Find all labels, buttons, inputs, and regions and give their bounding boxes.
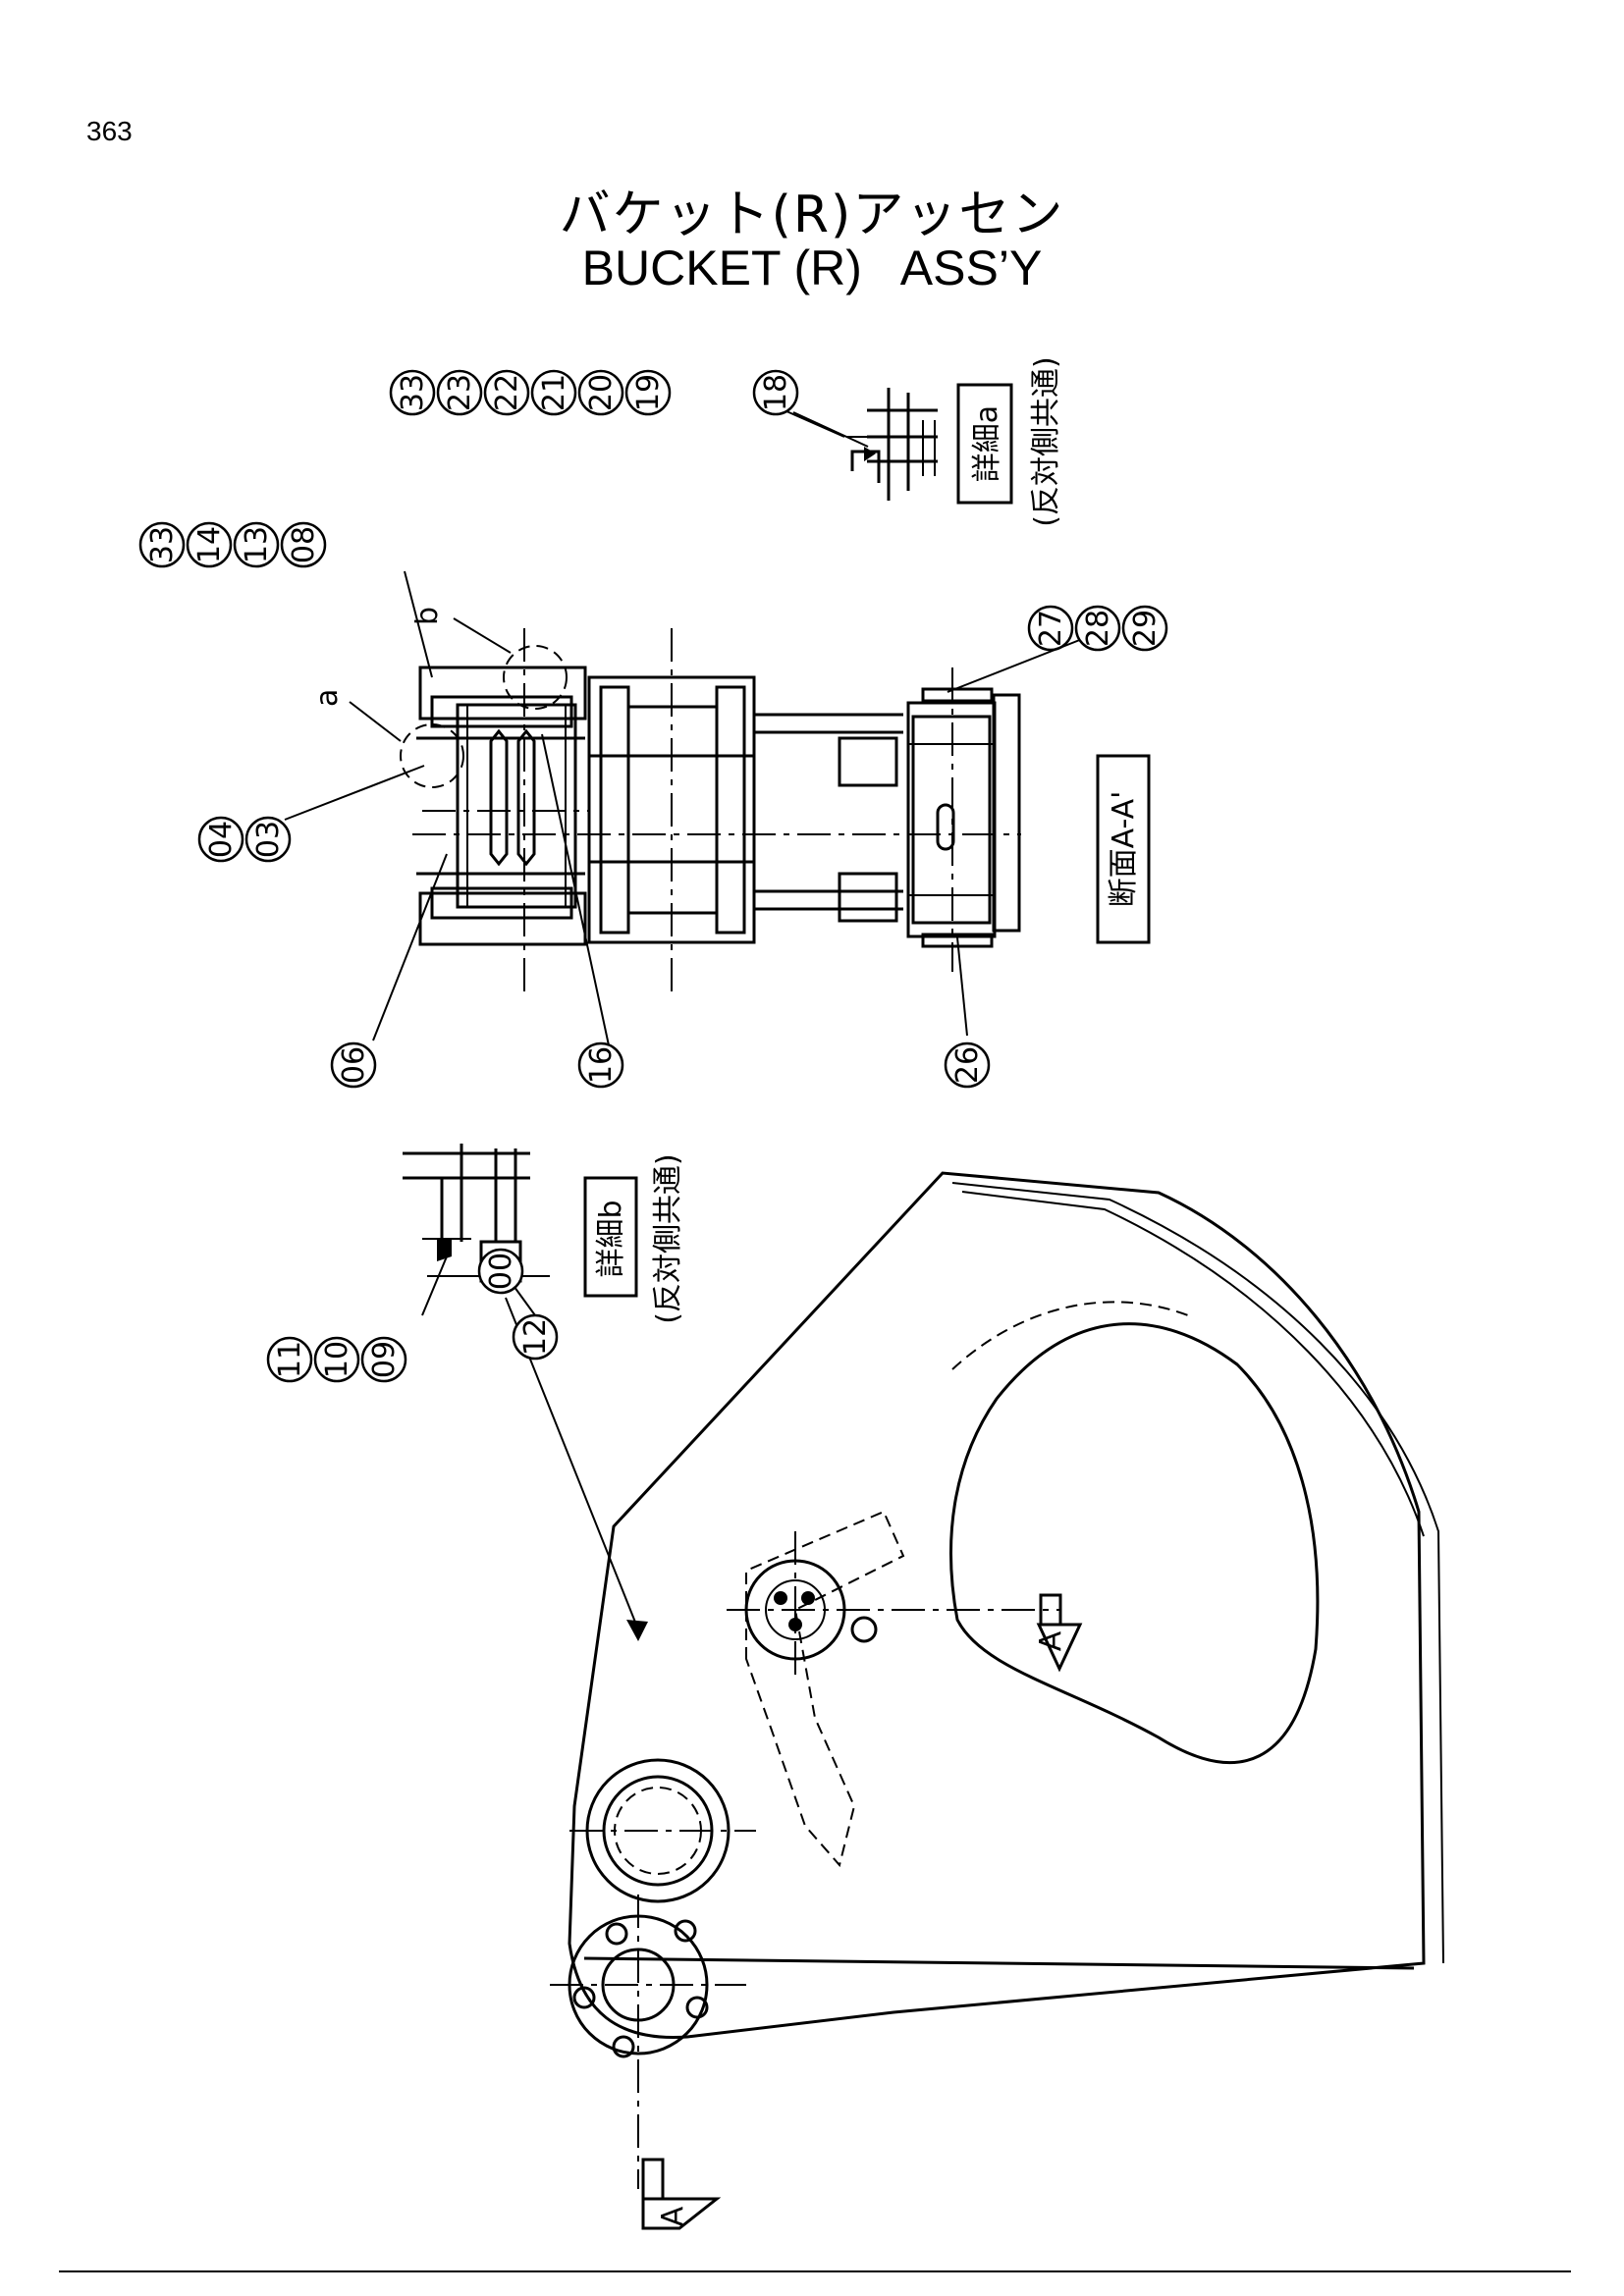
leader-a (349, 701, 402, 742)
detail-b-note: (反対側共通) (651, 1153, 685, 1323)
bucket-side-view (550, 1171, 1444, 2230)
part-number: 04 (204, 821, 239, 858)
part-number: 18 (759, 374, 793, 411)
part-number: 22 (490, 374, 524, 411)
balloon-group-detail-b: 11 10 09 (266, 1336, 407, 1383)
part-number: 26 (950, 1046, 985, 1084)
part-number: 14 (192, 526, 227, 563)
part-number: 21 (537, 374, 571, 411)
part-number: 23 (443, 374, 477, 411)
detail-b-label-box (583, 1176, 638, 1298)
title-japanese: バケット(R)アッセン (559, 186, 1065, 244)
part-number: 20 (584, 374, 619, 411)
view-arrow-label-top: A (1034, 1630, 1068, 1651)
part-number: 10 (320, 1341, 354, 1378)
leader-b (453, 617, 512, 654)
detail-a-label: 詳細a (970, 405, 1004, 482)
detail-a-note: (反対側共通) (1029, 356, 1063, 526)
section-a-a-drawing (400, 628, 1021, 991)
detail-a-drawing (792, 383, 1013, 505)
detail-b-label: 詳細b (594, 1200, 628, 1277)
part-number: 08 (287, 526, 321, 563)
part-number: 33 (145, 526, 180, 563)
detail-a-marker: a (310, 689, 345, 707)
part-number: 00 (484, 1253, 518, 1290)
part-number: 28 (1081, 610, 1115, 647)
part-number: 33 (396, 374, 430, 411)
part-number: 06 (337, 1046, 371, 1084)
part-number: 13 (240, 526, 274, 563)
balloon-00: 00 (477, 1248, 524, 1295)
balloon-12: 12 (512, 1313, 559, 1361)
section-label-box (1096, 754, 1151, 944)
detail-a-label-box (956, 383, 1013, 505)
part-number: 03 (251, 821, 286, 858)
leader-lines (284, 406, 1110, 1641)
part-number: 19 (631, 374, 666, 411)
part-number: 16 (584, 1046, 619, 1084)
part-number: 09 (367, 1341, 402, 1378)
detail-b-marker: b (410, 607, 445, 625)
page-number: 363 (86, 116, 133, 146)
balloon-16: 16 (577, 1041, 624, 1089)
section-label: 断面A-A' (1107, 791, 1141, 908)
balloon-group-left: 04 03 (197, 816, 292, 863)
balloon-group-pin: 27 28 29 (1027, 605, 1168, 652)
part-number: 29 (1128, 610, 1163, 647)
balloon-06: 06 (330, 1041, 377, 1089)
view-arrow-label-bottom: A (656, 2206, 690, 2226)
balloon-group-top: 33 23 22 21 20 19 18 (389, 369, 799, 416)
part-number: 11 (273, 1341, 307, 1378)
balloon-group-upper: 33 14 13 08 (138, 521, 327, 568)
title-english: BUCKET (R) ASS’Y (581, 240, 1043, 295)
balloon-26: 26 (944, 1041, 991, 1089)
part-number: 27 (1034, 610, 1068, 647)
part-number: 12 (518, 1318, 553, 1356)
